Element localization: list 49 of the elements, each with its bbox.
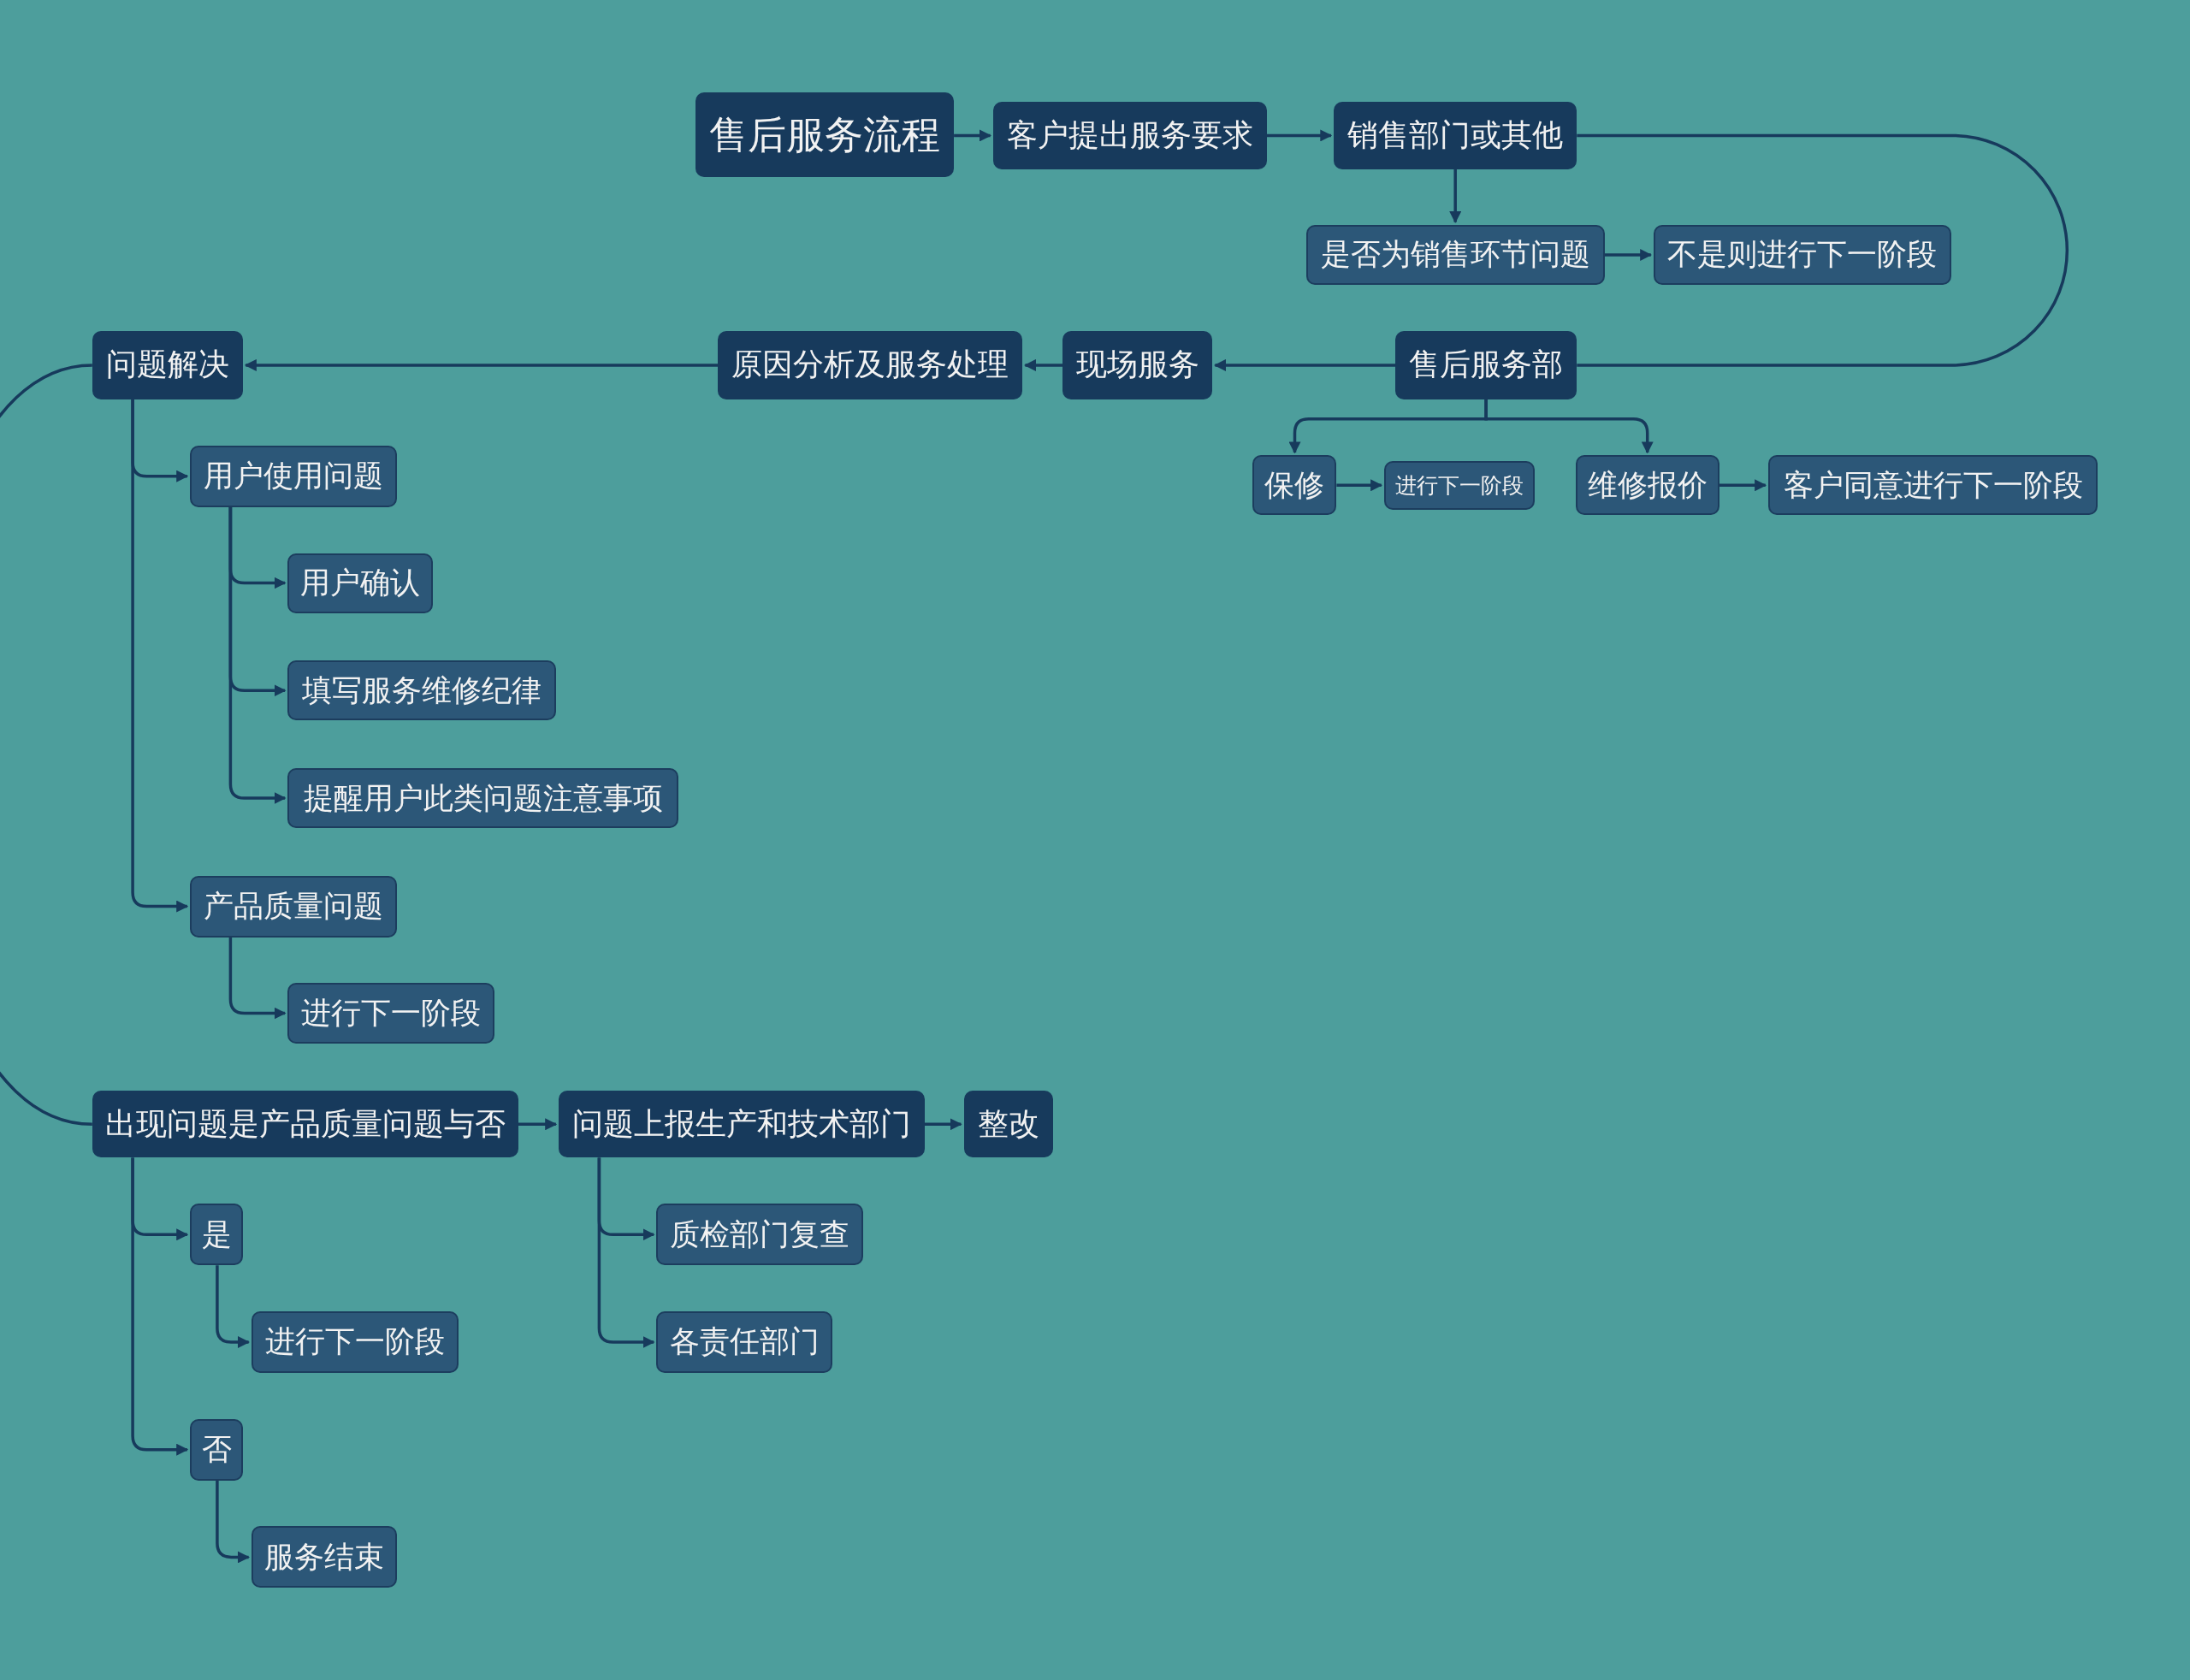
arrow: [131, 1157, 189, 1456]
arrow: [1266, 129, 1333, 142]
subtopic-box: 客户同意进行下一阶段: [1767, 455, 2098, 516]
topic-box: 问题解决: [92, 330, 244, 399]
subtopic-box: 是: [190, 1204, 244, 1266]
topic-box: 问题上报生产和技术部门: [559, 1091, 925, 1158]
subtopic-box: 服务结束: [251, 1526, 397, 1588]
subtopic-box: 是否为销售环节问题: [1305, 224, 1605, 286]
arrow: [1024, 358, 1063, 371]
subtopic-box: 进行下一阶段: [287, 983, 494, 1044]
arrow: [1336, 479, 1383, 492]
subtopic-box: 否: [190, 1418, 244, 1481]
connector-line: [0, 364, 93, 1126]
arrow: [1214, 358, 1395, 371]
topic-box: 客户提出服务要求: [992, 102, 1267, 169]
subtopic-box: 填写服务维修纪律: [287, 660, 556, 721]
subtopic-box: 不是则进行下一阶段: [1654, 224, 1951, 286]
arrow: [244, 358, 719, 371]
arrow: [1604, 249, 1653, 261]
topic-box: 整改: [963, 1091, 1053, 1158]
arrow: [954, 129, 991, 142]
topic-box: 出现问题是产品质量问题与否: [92, 1091, 518, 1158]
topic-box: 现场服务: [1062, 330, 1213, 399]
subtopic-box: 进行下一阶段: [251, 1311, 459, 1373]
arrow: [1484, 399, 1654, 454]
topic-box: 原因分析及服务处理: [718, 330, 1023, 399]
subtopic-box: 质检部门复查: [656, 1204, 863, 1266]
subtopic-box: 进行下一阶段: [1383, 460, 1536, 510]
subtopic-box: 保修: [1252, 455, 1337, 516]
subtopic-box: 各责任部门: [656, 1311, 833, 1373]
connector-line: [1577, 133, 2069, 367]
arrow: [216, 1480, 250, 1564]
subtopic-box: 用户使用问题: [190, 445, 397, 507]
subtopic-box: 提醒用户此类问题注意事项: [287, 767, 679, 829]
arrow: [131, 399, 189, 913]
root-topic-box: 售后服务流程: [695, 92, 955, 178]
arrow: [216, 1265, 250, 1348]
subtopic-box: 用户确认: [287, 553, 434, 613]
arrow: [1449, 169, 1462, 223]
arrow: [518, 1118, 558, 1131]
topic-box: 售后服务部: [1395, 330, 1577, 399]
arrow: [228, 506, 287, 805]
subtopic-box: 维修报价: [1575, 455, 1719, 516]
arrow: [597, 1157, 655, 1348]
arrow: [1719, 479, 1767, 492]
topic-box: 销售部门或其他: [1334, 102, 1577, 169]
subtopic-box: 产品质量问题: [190, 875, 397, 938]
arrow: [228, 937, 287, 1020]
arrow: [924, 1118, 962, 1131]
